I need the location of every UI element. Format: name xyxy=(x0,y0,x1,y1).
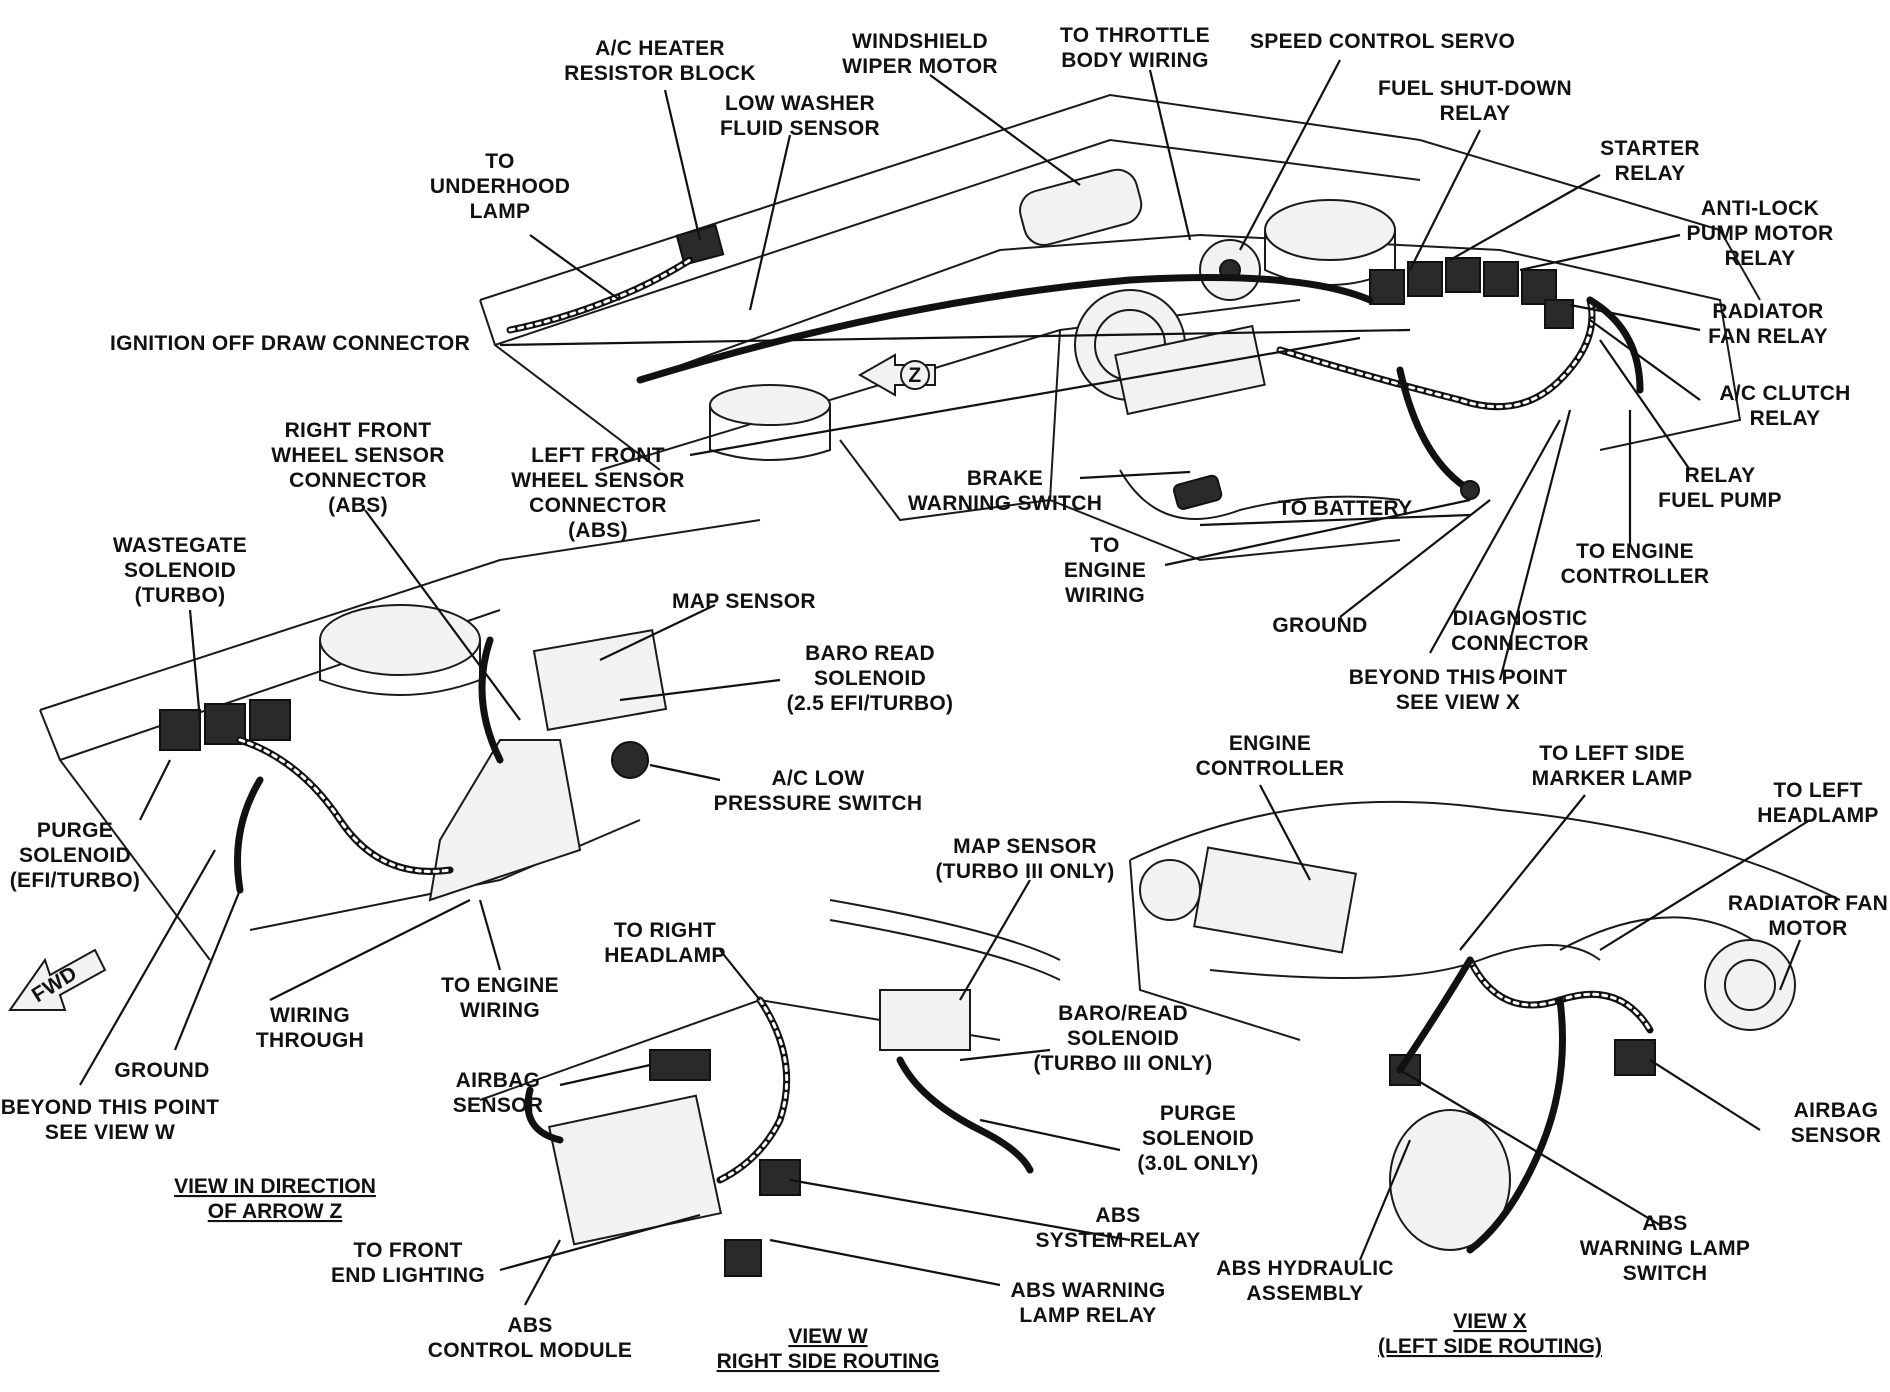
fwd-arrow: FWD xyxy=(8,948,107,1011)
airbag-sensor-w-part xyxy=(649,1049,711,1081)
arrow-z-label: Z xyxy=(908,364,921,387)
ground-stud xyxy=(1460,480,1480,500)
engine-controller-part xyxy=(1193,846,1357,954)
resistor-block xyxy=(675,224,725,266)
map-baro-block xyxy=(532,629,668,731)
label-ground-top: GROUND xyxy=(1272,614,1367,637)
label-to-battery: TO BATTERY xyxy=(1278,497,1412,520)
abs-hydraulic-part xyxy=(1389,1109,1511,1251)
label-map-sensor: MAP SENSOR xyxy=(672,590,816,613)
relay-cluster xyxy=(1369,257,1574,329)
baro-read-part xyxy=(879,989,971,1051)
label-ignition-off-draw-connector: IGNITION OFF DRAW CONNECTOR xyxy=(110,332,470,355)
airbag-sensor-x-part xyxy=(1614,1039,1656,1076)
washer-bottle xyxy=(709,384,831,426)
label-fwd-ground: GROUND xyxy=(114,1059,209,1082)
title-view-x: VIEW X(LEFT SIDE ROUTING) xyxy=(1378,1310,1602,1358)
view-x-art xyxy=(1129,800,1841,1254)
abs-control-module-part xyxy=(547,1094,723,1246)
radiator-fan-motor-part xyxy=(1704,939,1796,1031)
brake-warning-switch-part xyxy=(1172,474,1223,510)
bracket xyxy=(428,739,582,902)
arrow-z: Z xyxy=(857,353,936,397)
strut-tower-left xyxy=(319,604,481,676)
leader-lines xyxy=(79,59,1811,1306)
ac-low-pressure-switch-part xyxy=(611,741,649,779)
label-map-sensor-turbo3: MAP SENSOR(TURBO III ONLY) xyxy=(935,835,1114,883)
wiper-motor xyxy=(1019,168,1143,247)
strut-tower xyxy=(1264,199,1396,261)
label-speed-control-servo: SPEED CONTROL SERVO xyxy=(1250,30,1515,53)
view-w-art xyxy=(479,899,1061,1277)
